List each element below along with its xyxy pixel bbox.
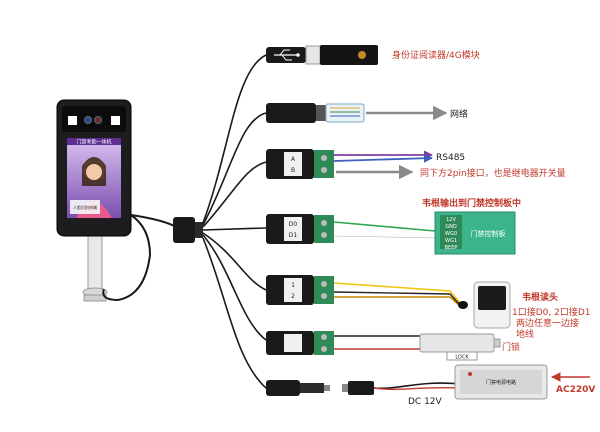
controller-terminal xyxy=(440,215,462,249)
usb-collar xyxy=(305,45,321,65)
reader-pin-2: 2 xyxy=(291,293,295,300)
cable-to-ethernet xyxy=(202,112,267,226)
reader-wire-1 xyxy=(333,282,461,304)
reader-terminal-block xyxy=(314,276,334,304)
label-relay-note: 同下方2pin接口，也是继电器开关量 xyxy=(420,167,566,179)
rs485-terminal-block xyxy=(314,150,334,178)
pole-ring xyxy=(83,294,107,302)
power-box-label: 门禁电源电路 xyxy=(486,379,516,386)
controller-pin-label: GND xyxy=(445,224,457,230)
rs485-pin-a: A xyxy=(291,156,296,163)
cable-to-wiegand-out xyxy=(202,227,267,231)
camera-lens-1 xyxy=(84,116,92,124)
wiegand-wire-d1-outline xyxy=(333,235,436,239)
reader-pin-1: 1 xyxy=(291,282,295,289)
label-wiring-note-1: 1口接D0, 2口接D1 xyxy=(512,306,591,318)
row-door-lock: LOCK 门锁 xyxy=(266,331,520,361)
row-rs485: A B RS485 同下方2pin接口，也是继电器开关量 xyxy=(266,149,566,180)
reader-pin-face xyxy=(284,278,302,302)
screen-name-label: 人脸识别终端 xyxy=(73,204,97,210)
terminal-screw xyxy=(321,281,327,287)
wiegand-pin-d1: D1 xyxy=(289,232,298,239)
screen-title: 门禁考勤一体机 xyxy=(76,139,111,146)
controller-pin-label: 12V xyxy=(446,217,456,223)
ir-led-left xyxy=(68,116,77,125)
screen-header xyxy=(67,138,121,145)
ethernet-icon xyxy=(325,103,365,123)
label-dc12v: DC 12V xyxy=(408,397,443,407)
controller-pin-label: WG0 xyxy=(445,231,457,237)
row-usb: 身份证阅读器/4G模块 xyxy=(266,45,480,65)
cable-to-reader xyxy=(202,232,267,291)
label-door-lock: 门锁 xyxy=(502,341,520,353)
ethernet-socket xyxy=(266,103,316,123)
cable-to-rs485 xyxy=(202,161,267,228)
controller-title: 门禁控制板 xyxy=(471,229,506,238)
usb-icon xyxy=(274,49,300,61)
id-reader-module xyxy=(320,45,378,65)
reader-wire-2 xyxy=(334,296,461,307)
lock-terminal-block xyxy=(314,331,334,355)
terminal-screw xyxy=(321,220,327,226)
rs485-wire-b xyxy=(333,153,433,163)
wiegand-wire-d0 xyxy=(333,221,436,232)
cable-to-power xyxy=(202,237,267,389)
device-cable-loop xyxy=(102,214,152,302)
cable-to-lock xyxy=(202,234,267,341)
camera-lens-2 xyxy=(94,116,102,124)
rs485-pin-b: B xyxy=(291,167,295,174)
wiegand-terminal-block xyxy=(314,215,334,243)
terminal-screw xyxy=(321,334,327,340)
label-ac220v: AC220V xyxy=(556,385,595,395)
hub-block xyxy=(173,217,195,243)
row-wiegand-out: D0 D1 韦根输出到门禁控制板中 12V GND WG0 WG1 BEEP 门… xyxy=(266,197,521,255)
module-led xyxy=(358,51,366,59)
reader-face xyxy=(478,286,506,310)
label-wiring-note-3: 地线 xyxy=(516,328,534,340)
camera-bar xyxy=(62,106,126,132)
terminal-screw xyxy=(321,155,327,161)
label-wiegand-reader: 韦根读头 xyxy=(522,291,558,303)
face-terminal-device: 门禁考勤一体机 人脸识别终端 xyxy=(56,99,132,302)
power-supply-icon xyxy=(454,364,548,400)
rs485-pin-face xyxy=(284,152,302,176)
label-rs485: RS485 xyxy=(436,153,465,163)
ir-led-right xyxy=(111,116,120,125)
cable-to-usb xyxy=(202,54,267,224)
label-network: 网络 xyxy=(450,108,468,120)
terminal-screw xyxy=(321,232,327,238)
controller-pin-label: WG1 xyxy=(445,238,457,244)
ethernet-collar xyxy=(316,105,326,121)
reader-cable-head xyxy=(458,301,468,309)
cable-hub-connector xyxy=(173,217,203,243)
label-wiring-note-2: 两边任意一边接 xyxy=(516,317,579,329)
dc-barrel-plug-icon xyxy=(266,380,374,396)
fanout-cables xyxy=(202,54,267,389)
wiegand-pin-face xyxy=(284,217,302,241)
mounting-pole xyxy=(87,231,103,293)
reader-wire-gnd xyxy=(333,291,461,306)
row-ethernet: 网络 xyxy=(266,103,468,123)
hub-plug xyxy=(195,222,203,238)
power-cable-red xyxy=(373,386,461,391)
terminal-screw xyxy=(321,167,327,173)
terminal-screw xyxy=(321,346,327,352)
controller-pin-label: BEEP xyxy=(445,245,458,251)
label-id-reader: 身份证阅读器/4G模块 xyxy=(392,49,480,61)
electric-lock-icon: LOCK xyxy=(419,333,501,361)
row-power: DC 12V 门禁电源电路 AC220V xyxy=(266,364,595,407)
terminal-screw xyxy=(321,293,327,299)
id-card-overlay xyxy=(70,200,100,214)
wiegand-pin-d0: D0 xyxy=(289,221,298,228)
face-shape xyxy=(86,164,102,180)
lock-pin-face xyxy=(284,334,302,352)
row-wiegand-reader: 1 2 韦根读头 1口接D0, 2口接D1 两边任意一边接 地线 xyxy=(266,275,591,340)
label-wiegand-out: 韦根输出到门禁控制板中 xyxy=(422,197,521,209)
lock-tag: LOCK xyxy=(455,355,469,361)
